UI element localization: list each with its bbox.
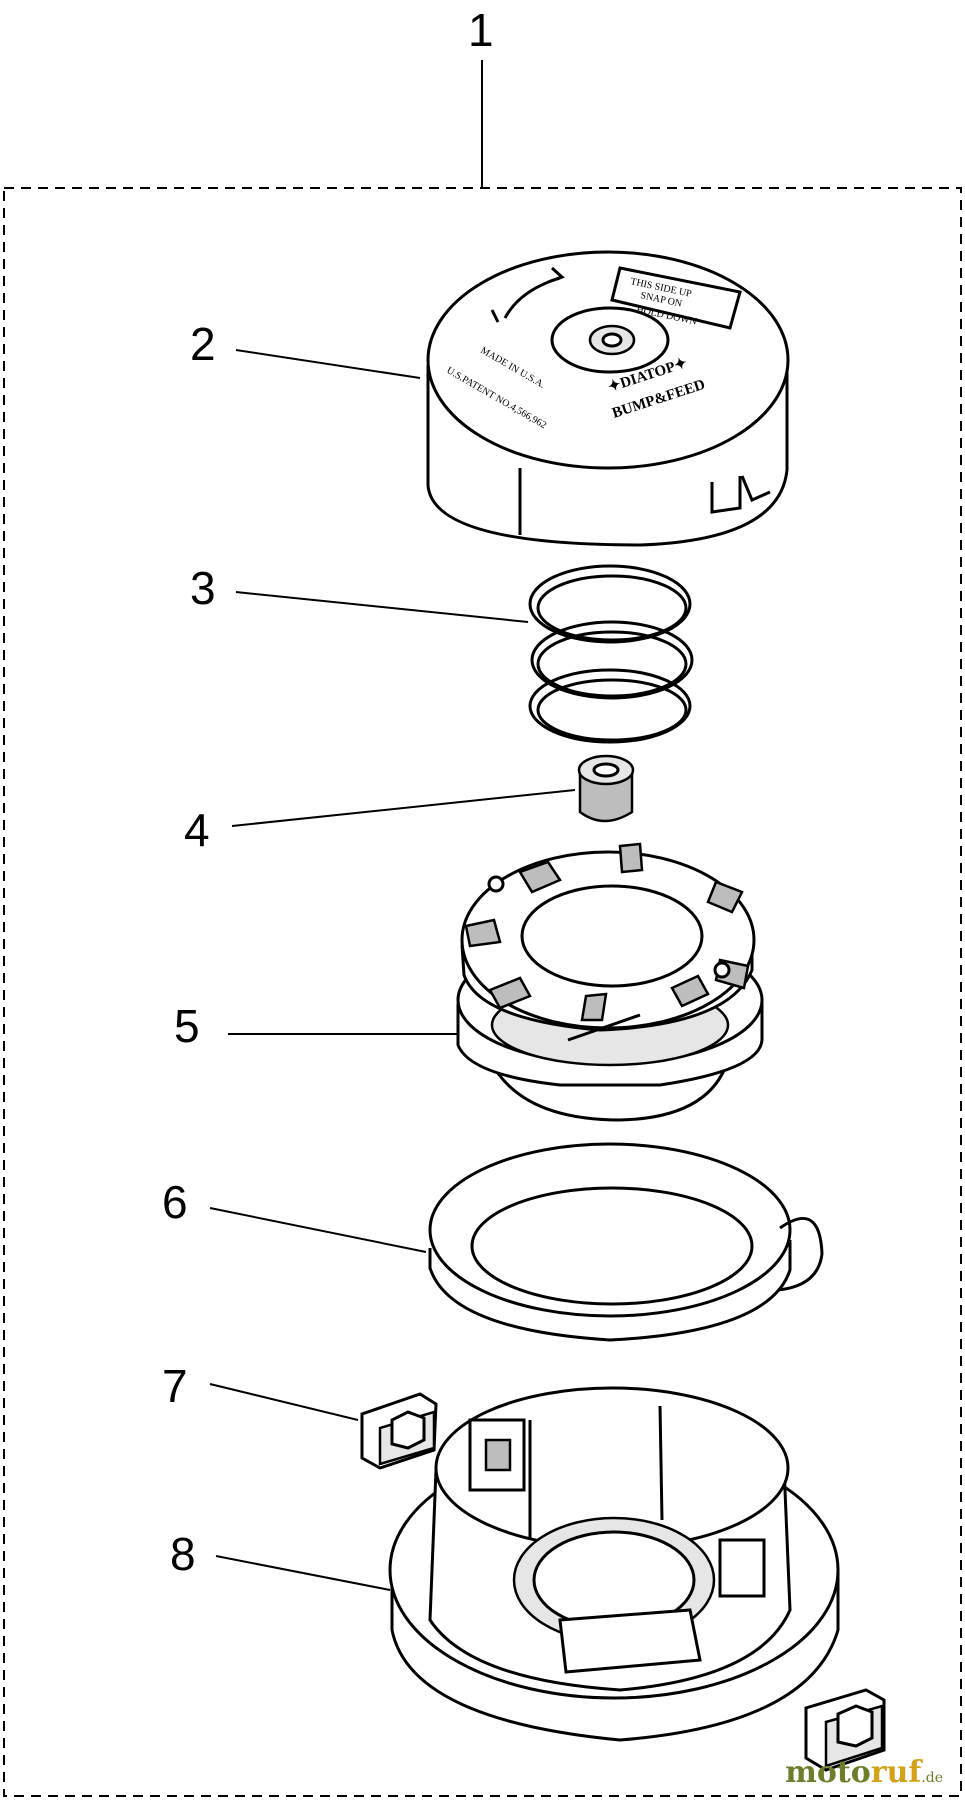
svg-text:8: 8	[170, 1528, 196, 1580]
svg-text:6: 6	[162, 1176, 188, 1228]
svg-text:1: 1	[468, 4, 494, 56]
spool	[456, 842, 764, 1122]
cap-sticker: THIS SIDE UP SNAP ON HOLD DOWN	[610, 266, 742, 330]
svg-text:7: 7	[162, 1360, 188, 1412]
watermark-logo: motoruf.de	[785, 1755, 943, 1790]
callout-4: 4	[184, 789, 576, 856]
eyelet-lower	[804, 1688, 886, 1772]
svg-text:3: 3	[190, 562, 216, 614]
watermark-suffix: .de	[921, 1770, 943, 1786]
eyelet-upper	[360, 1392, 438, 1470]
callout-2: 2	[190, 318, 421, 379]
trimmer-line	[428, 1142, 824, 1342]
callout-1: 1	[468, 4, 494, 56]
callout-5: 5	[174, 1000, 460, 1052]
watermark-part-1: moto	[785, 1755, 871, 1790]
svg-text:2: 2	[190, 318, 216, 370]
callout-3: 3	[190, 562, 529, 623]
housing	[388, 1386, 840, 1742]
callout-7: 7	[162, 1360, 359, 1421]
watermark-part-2: ruf	[870, 1755, 922, 1790]
svg-text:4: 4	[184, 804, 210, 856]
svg-text:5: 5	[174, 1000, 200, 1052]
spring	[528, 564, 694, 744]
callout-6: 6	[162, 1176, 427, 1253]
assembly-outline	[3, 60, 962, 1797]
cover-cap: THIS SIDE UP SNAP ON HOLD DOWN ✦DIATOP✦ …	[426, 250, 790, 547]
callout-8: 8	[170, 1528, 391, 1591]
bushing	[577, 754, 635, 823]
